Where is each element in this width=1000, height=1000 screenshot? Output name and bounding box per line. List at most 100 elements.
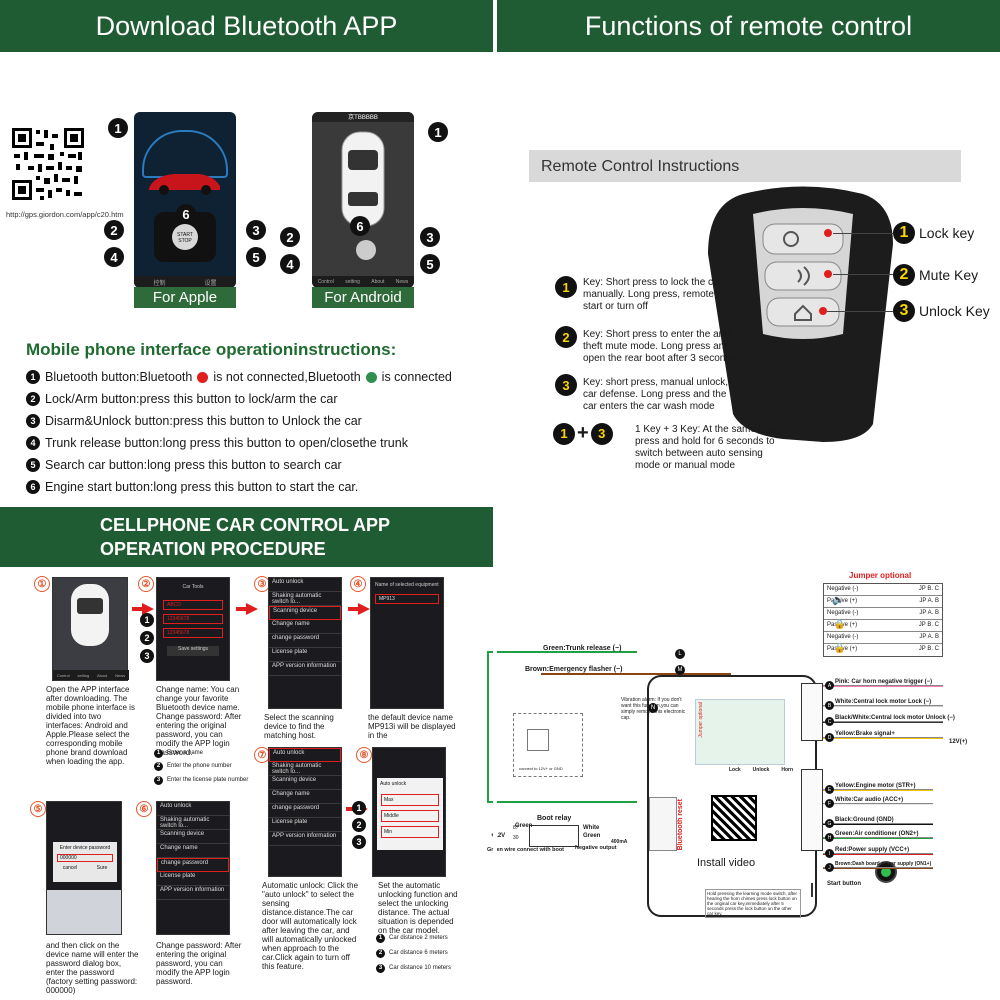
tab-setting[interactable]: setting [77, 672, 90, 678]
boot-green2-label: Green [583, 833, 601, 839]
device-mp913-row[interactable]: MP913 [375, 594, 439, 604]
engine-start-button[interactable]: START STOP [172, 224, 198, 250]
change-password-row[interactable]: change password [269, 634, 341, 648]
jumper-right: JP A. B [919, 598, 939, 604]
scanning-device-row[interactable]: Scanning device [269, 776, 341, 790]
relay-note: connect to 12V+ or GND [519, 766, 563, 771]
min-option[interactable]: Min [381, 826, 439, 838]
unlock-icon: 🔓 [834, 643, 846, 653]
start-button-label: Start button [827, 881, 861, 887]
mute-key-label: 2 Mute Key [893, 264, 978, 286]
boot-pin-87: 87 [513, 825, 519, 831]
change-name-row[interactable]: Change name [269, 620, 341, 634]
app-version-row[interactable]: APP version information [269, 832, 341, 846]
legend-marker: 1 [154, 748, 163, 758]
change-name-row[interactable]: Change name [157, 844, 229, 858]
scanning-device-row[interactable]: Scanning device [269, 606, 341, 620]
sure-button[interactable]: Sure [96, 865, 108, 871]
boot-green-label: Green [515, 823, 533, 829]
jumper-axis-labels: Lock Unlock Horn [729, 767, 793, 773]
shaking-switch-row[interactable]: Shaking automatic switch lo... [157, 816, 229, 830]
procedure-banner-line1: CELLPHONE CAR CONTROL APP [100, 515, 391, 535]
legend-text: Car distance 2 meters [389, 935, 448, 941]
android-start-button[interactable] [356, 240, 376, 260]
marker-5-android: 5 [420, 254, 440, 274]
boot-pin-30: 30 [513, 835, 519, 841]
brown-flasher-wire [541, 673, 731, 675]
desc-4-text: 1 Key + 3 Key: At the same time, press a… [635, 424, 781, 471]
plus-sign: + [577, 422, 589, 444]
android-tab-news[interactable]: News [395, 279, 409, 285]
m-marker: M [675, 665, 685, 675]
key-label: Lock key [919, 225, 975, 241]
boot-relay-box [529, 825, 579, 847]
wire-marker-7: G [825, 819, 834, 828]
learn-note: Hold pressing the learning mode switch, … [705, 889, 801, 918]
apple-tab-settings[interactable]: 设置 [204, 280, 217, 287]
step-2-text: Change name: You can change your favorit… [156, 685, 242, 757]
start-wire [811, 883, 813, 897]
change-password-row[interactable]: change password [157, 858, 229, 872]
change-password-row[interactable]: change password [269, 804, 341, 818]
tab-about[interactable]: About [96, 672, 108, 678]
phone-field[interactable]: 12345678 [163, 614, 223, 624]
android-tab-control[interactable]: Control [317, 279, 334, 285]
instruction-text: Disarm&Unlock button:press this button t… [45, 414, 362, 428]
app-procedure-panel: CELLPHONE CAR CONTROL APP OPERATION PROC… [0, 503, 493, 1000]
wire-marker-3: C [825, 717, 834, 726]
auto-unlock-row[interactable]: Auto unlock [269, 578, 341, 592]
step-2-screenshot: Car Tools ABCD 12345678 12345678 Save se… [156, 577, 230, 681]
apple-tab-control[interactable]: 控制 [153, 280, 166, 287]
step-1-text: Open the APP interface after downloading… [46, 685, 135, 766]
wiring-diagram-panel: Jumper optional Negative (-)JP B. C Pass… [487, 503, 1000, 1000]
bluetooth-reset-label[interactable]: Bluetooth reset [677, 799, 684, 851]
step-8-marker-3: 3 [352, 835, 366, 849]
android-tab-about[interactable]: About [371, 279, 385, 285]
middle-option[interactable]: Middle [381, 810, 439, 822]
name-field[interactable]: ABCD [163, 600, 223, 610]
password-input[interactable]: 000000 [57, 854, 113, 862]
wire-label-5: Yellow:Engine motor (STR+) [835, 783, 916, 789]
jumper-left: Negative (-) [827, 610, 859, 616]
shaking-switch-row[interactable]: Shaking automatic switch lo... [269, 762, 341, 776]
change-name-row[interactable]: Change name [269, 790, 341, 804]
auto-unlock-row[interactable]: Auto unlock [269, 748, 341, 762]
scanning-device-row[interactable]: Scanning device [157, 830, 229, 844]
tab-news[interactable]: News [115, 672, 126, 678]
license-plate-row[interactable]: License plate [269, 648, 341, 662]
jumper-left: Negative (-) [827, 634, 859, 640]
instruction-text: Lock/Arm button:press this button to loc… [45, 392, 338, 406]
marker-3-apple: 3 [246, 220, 266, 240]
wire-marker-4: D [825, 733, 834, 742]
green-trunk-wire-vertical [487, 651, 489, 801]
step-8-text: Set the automatic unlocking function and… [378, 881, 458, 935]
android-tab-setting[interactable]: setting [345, 279, 360, 285]
keyboard[interactable] [47, 890, 121, 934]
qr-url[interactable]: http://gps.giordon.com/app/c20.htm [6, 210, 124, 219]
app-version-row[interactable]: APP version information [157, 886, 229, 900]
app-version-row[interactable]: APP version information [269, 662, 341, 676]
red-dot-icon [197, 371, 209, 383]
auto-unlock-row[interactable]: Auto unlock [157, 802, 229, 816]
android-plate: 京TBBBBB [312, 112, 414, 122]
license-plate-row[interactable]: License plate [157, 872, 229, 886]
green-wire-to-boot [487, 801, 637, 803]
marker-6-android: 6 [350, 216, 370, 236]
install-video-qr[interactable] [711, 795, 757, 841]
step-7-text: Automatic unlock: Click the "auto unlock… [262, 881, 359, 971]
boot-plus: +12V [491, 833, 506, 839]
shaking-switch-row[interactable]: Shaking automatic switch lo... [269, 592, 341, 606]
lock-label: Lock [729, 767, 741, 773]
save-settings-button[interactable]: Save settings [167, 646, 219, 656]
plate-field[interactable]: 12345678 [163, 628, 223, 638]
tab-control[interactable]: Control [56, 672, 70, 678]
desc-num-1: 1 [553, 422, 575, 445]
cancel-button[interactable]: cancel [62, 865, 78, 871]
license-plate-row[interactable]: License plate [269, 818, 341, 832]
max-option[interactable]: Max [381, 794, 439, 806]
instruction-text-b: is not connected,Bluetooth [213, 370, 361, 384]
instruction-text: Trunk release button:long press this but… [45, 436, 408, 450]
